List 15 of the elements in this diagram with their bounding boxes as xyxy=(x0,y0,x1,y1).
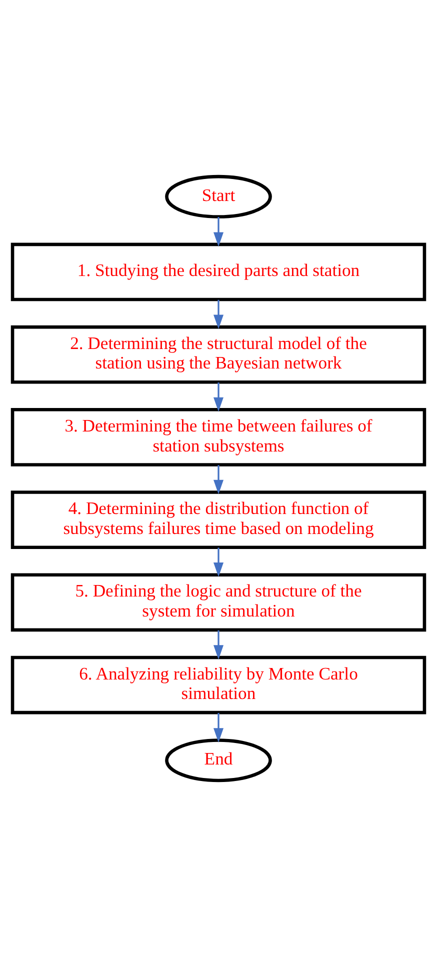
arrow xyxy=(213,300,224,330)
node-box: 5. Defining the logic and structure of the system for simulation xyxy=(10,573,426,632)
arrow xyxy=(213,630,224,660)
arrow xyxy=(213,712,224,742)
arrow xyxy=(213,216,224,247)
node-box: 6. Analyzing reliability by Monte Carlo simulation xyxy=(10,656,426,714)
node-box: 4. Determining the distribution function of subsystems failures time based on modeling xyxy=(10,490,426,549)
arrow xyxy=(213,382,224,412)
arrow xyxy=(213,548,224,577)
node-ellipse: End xyxy=(165,738,272,782)
node-box: 3. Determining the time between failures of station subsystems xyxy=(10,408,426,466)
arrow xyxy=(213,465,224,494)
node-box: 2. Determining the structural model of the station using the Bayesian network xyxy=(10,325,426,384)
node-box: 1. Studying the desired parts and station xyxy=(10,242,426,302)
node-ellipse: Start xyxy=(165,174,272,218)
